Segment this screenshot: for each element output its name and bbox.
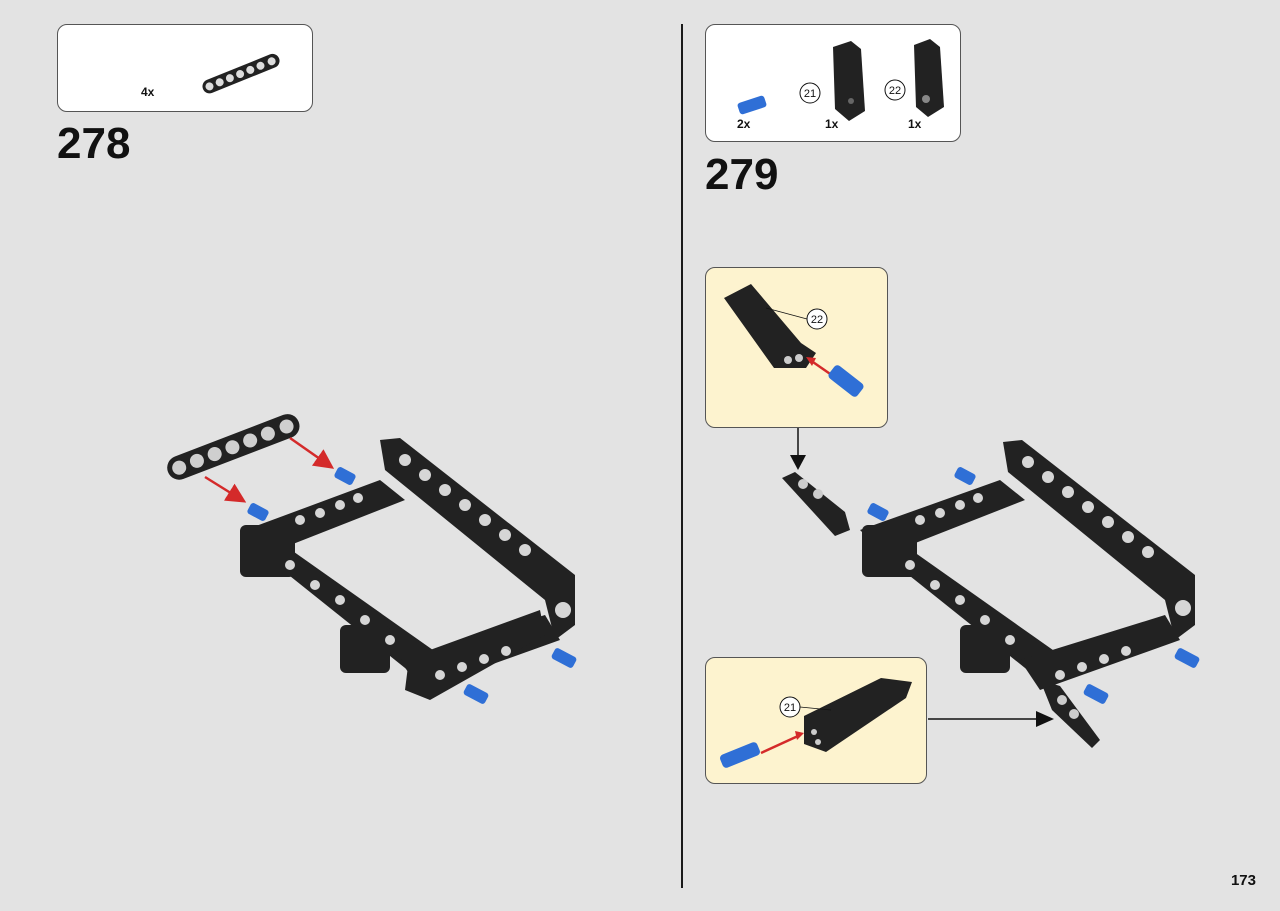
part-qty: 2x: [737, 117, 751, 131]
assembly-278: [167, 414, 577, 704]
arrow-down-icon: [790, 455, 806, 470]
panel-21-detail: 21: [720, 678, 912, 768]
svg-text:21: 21: [804, 88, 816, 100]
callout-ref-21-icon: 21: [799, 82, 821, 104]
svg-text:22: 22: [889, 85, 901, 97]
parts-list-279: 21 22 2x 1x 1x: [705, 24, 961, 142]
callout-ref-22: 22: [811, 314, 823, 326]
beam-icon: [202, 53, 280, 94]
page-divider: [681, 24, 683, 888]
part-qty: 4x: [141, 85, 155, 99]
panel-22-icon: [914, 39, 944, 117]
part-qty: 1x: [825, 117, 839, 131]
part-qty: 1x: [908, 117, 922, 131]
parts-list-278: 4x: [57, 24, 313, 112]
panel-22-detail: 22: [724, 284, 864, 397]
step-number-278: 278: [57, 119, 131, 168]
step-number-279: 279: [705, 150, 779, 199]
callout-ref-22-icon: 22: [884, 79, 906, 101]
callout-bottom: 21: [705, 657, 927, 784]
pin-icon: [737, 95, 767, 115]
callout-top: 22: [705, 267, 888, 428]
arrow-right-icon: [1036, 711, 1054, 727]
callout-ref-21: 21: [784, 702, 796, 714]
page-number: 173: [1230, 872, 1256, 889]
panel-21-icon: [833, 41, 865, 121]
